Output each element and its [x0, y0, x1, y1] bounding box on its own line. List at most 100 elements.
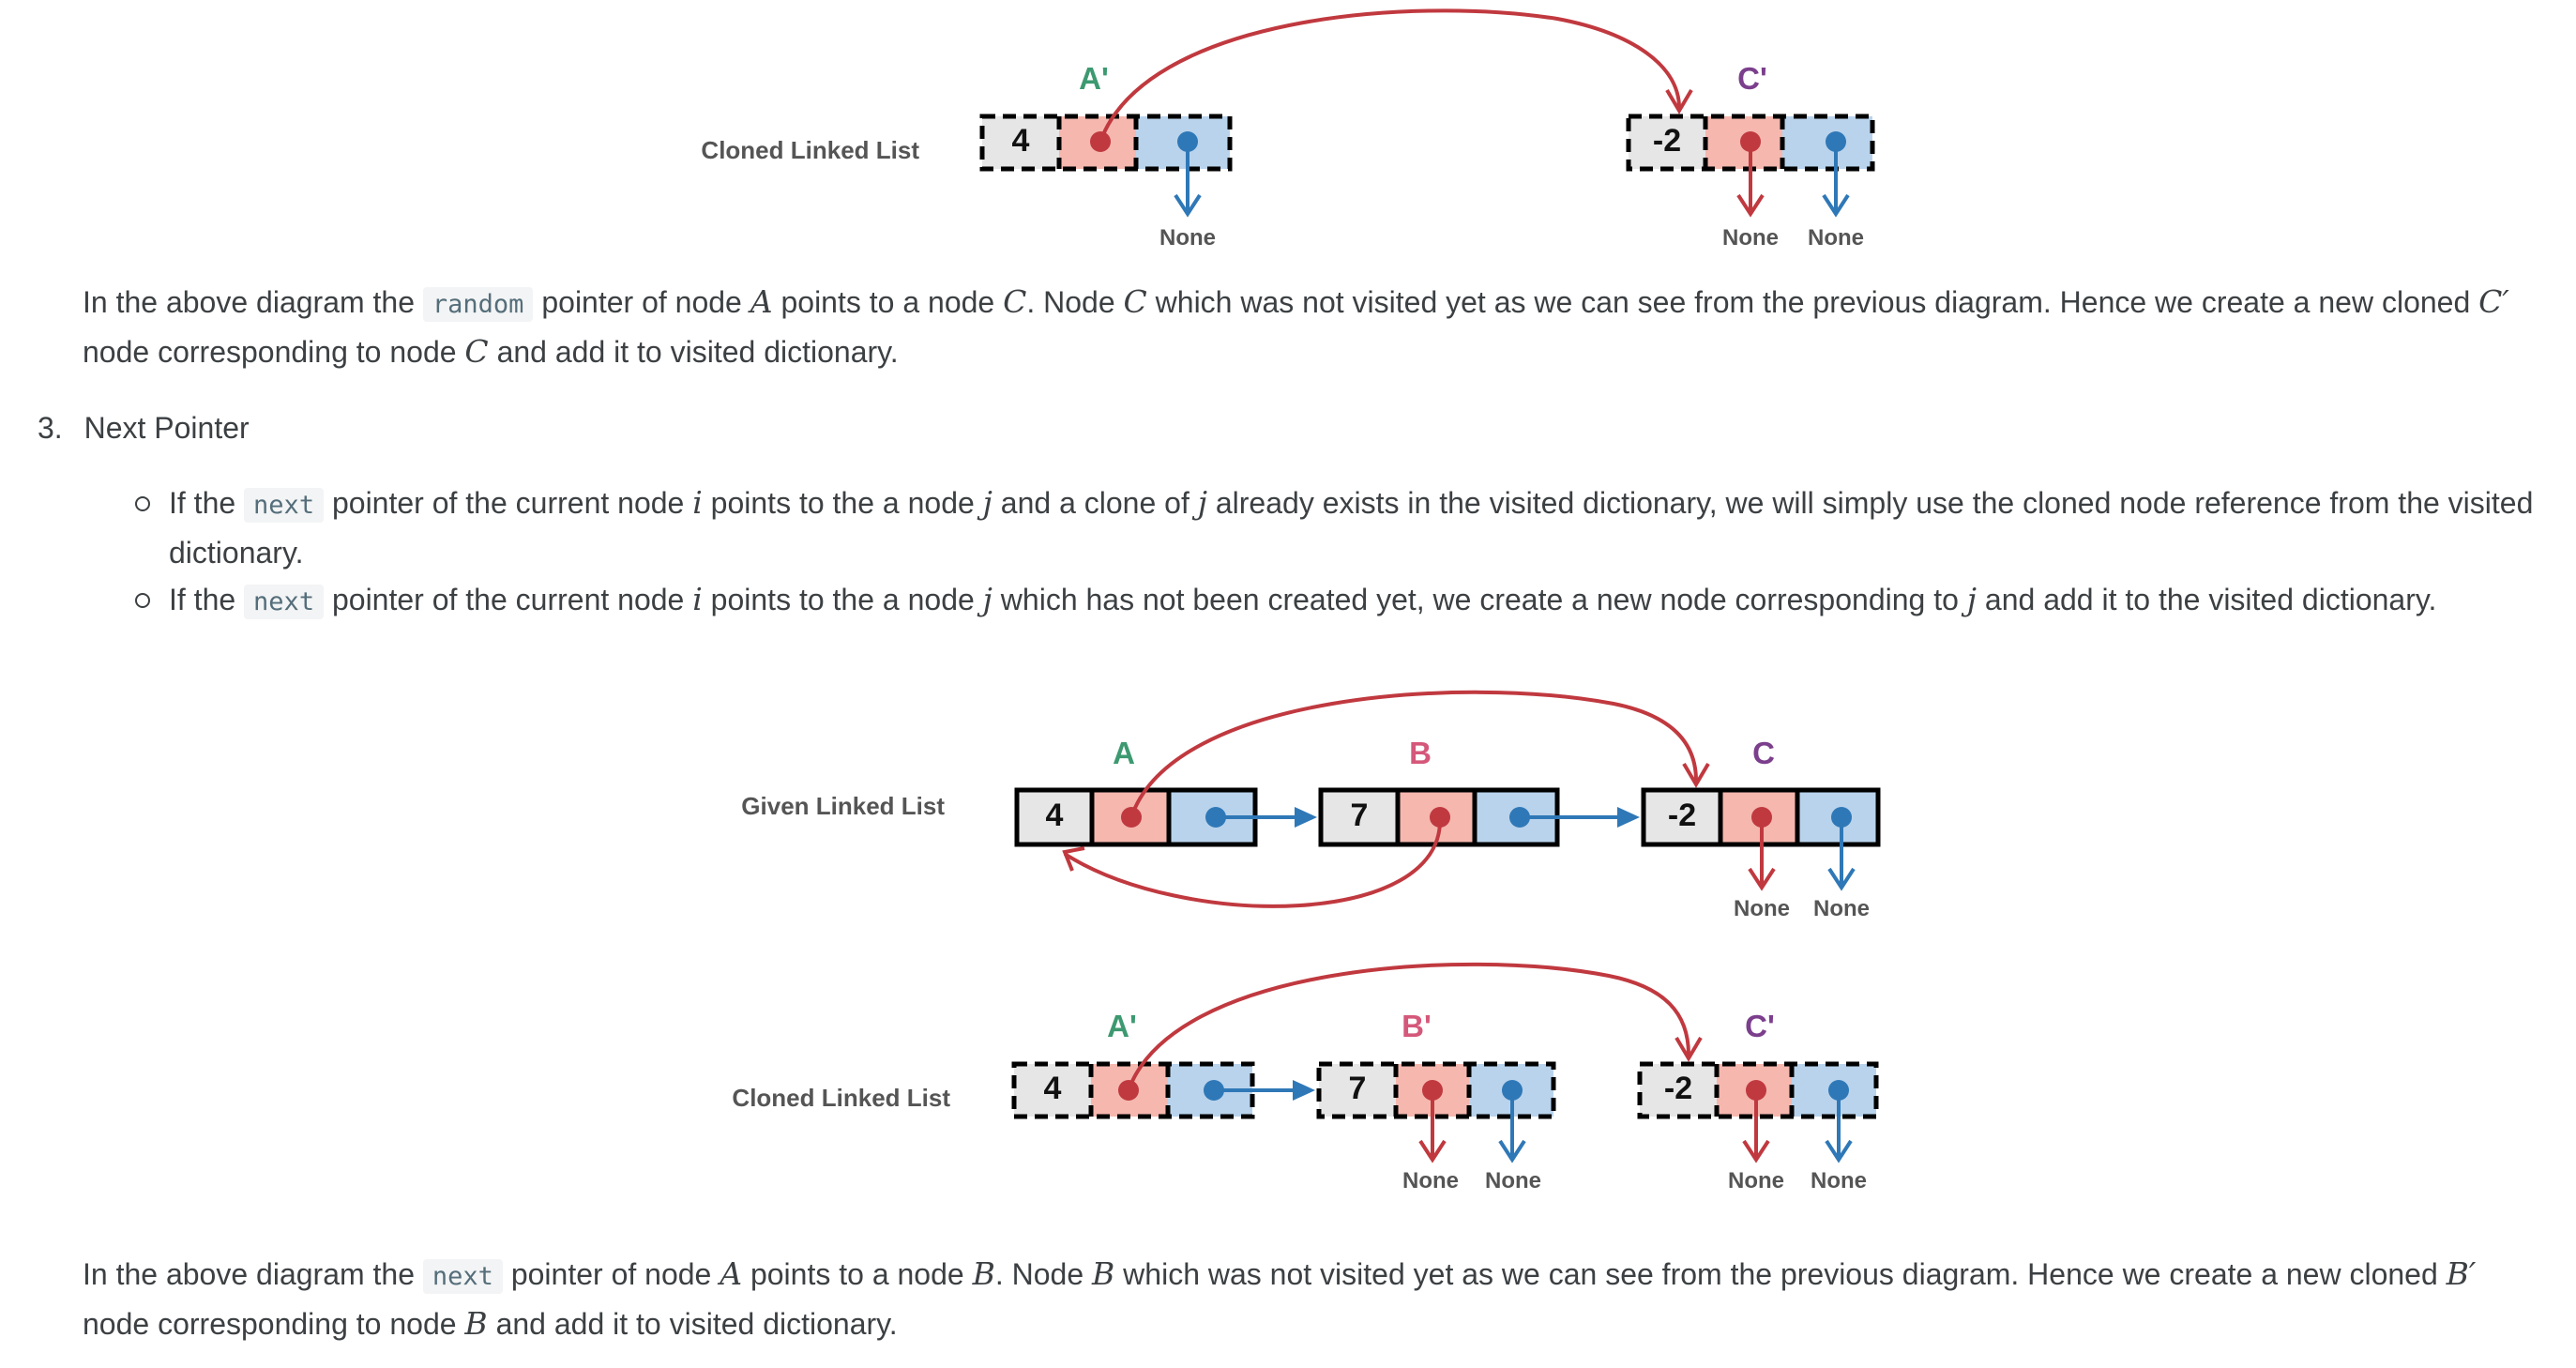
node-label: C [1752, 736, 1775, 770]
random-pointer-dot [1121, 807, 1142, 828]
text: pointer of node [533, 285, 750, 319]
none-label: None [1813, 896, 1870, 921]
math-var: i [692, 484, 703, 521]
text: and add it to the visited dictionary. [1977, 583, 2437, 616]
cloned-node-b-prime: 7 B' [1316, 1009, 1556, 1119]
node-value: -2 [1668, 798, 1696, 833]
text: and add it to visited dictionary. [488, 335, 899, 369]
random-pointer-arrow [1127, 962, 1690, 1091]
step-number: 3. [38, 411, 63, 445]
explanation-paragraph-random: In the above diagram the random pointer … [83, 279, 2540, 375]
text: points to the a node [702, 486, 983, 520]
code-next: next [422, 1259, 503, 1294]
text: pointer of node [502, 1257, 720, 1291]
text: and a clone of [992, 486, 1198, 520]
node-value: 4 [1046, 798, 1064, 833]
text: points to a node [742, 1257, 973, 1291]
math-var: B [972, 1255, 995, 1292]
value-cell [982, 116, 1059, 169]
bullet-next-exists: If the next pointer of the current node … [135, 479, 2552, 576]
step-3-heading: 3. Next Pointer [38, 404, 250, 451]
text: which was not visited yet as we can see … [1114, 1257, 2447, 1291]
node-border [979, 114, 1233, 172]
math-var: j [982, 581, 993, 617]
cloned-node-a-prime: 4 A' [1011, 1009, 1255, 1119]
none-label: None [1402, 1168, 1459, 1193]
text: points to a node [772, 285, 1004, 319]
math-var: j [1197, 484, 1207, 521]
node-label: B [1409, 736, 1432, 770]
given-node-c: -2 C [1641, 736, 1881, 847]
text: pointer of the current node [324, 583, 693, 616]
text: . Node [994, 1257, 1093, 1291]
node-label: C' [1745, 1009, 1775, 1043]
value-cell [1014, 1064, 1091, 1117]
none-label: None [1485, 1168, 1541, 1193]
value-cell [1644, 790, 1720, 844]
random-pointer-arrow [1063, 816, 1443, 908]
cloned-list-label: Cloned Linked List [732, 1084, 950, 1112]
text: In the above diagram the [83, 285, 423, 319]
none-label: None [1808, 225, 1864, 251]
node-value: 4 [1012, 123, 1030, 159]
node-value: -2 [1664, 1071, 1692, 1106]
text: node corresponding to node [83, 335, 465, 369]
text: In the above diagram the [83, 1257, 423, 1291]
text: already exists in the visited dictionary… [169, 486, 2534, 570]
code-next: next [244, 488, 325, 523]
math-var: A [750, 283, 773, 320]
text: If the [169, 583, 245, 616]
cloned-list-diagram-top: Cloned Linked List 4 A' -2 C' None None … [701, 8, 1875, 251]
node-a-prime: 4 A' [979, 61, 1233, 172]
math-var: B [1092, 1255, 1115, 1292]
random-pointer-dot [1090, 131, 1111, 152]
math-var: j [982, 484, 993, 521]
list-label: Cloned Linked List [701, 136, 919, 164]
code-random: random [422, 287, 534, 322]
random-pointer-dot [1118, 1080, 1139, 1101]
none-label: None [1722, 225, 1779, 251]
node-value: -2 [1653, 123, 1681, 159]
random-pointer-arrow [1099, 8, 1681, 143]
step-title: Next Pointer [83, 411, 250, 445]
random-pointer-arrow [1129, 690, 1698, 818]
value-cell [1319, 1064, 1396, 1117]
none-label: None [1728, 1168, 1784, 1193]
value-cell [1017, 790, 1092, 844]
code-next: next [244, 585, 325, 619]
node-value: 7 [1349, 1071, 1367, 1106]
math-var: j [1966, 581, 1977, 617]
math-var: C [1123, 283, 1147, 320]
text: points to the a node [702, 583, 983, 616]
text: node corresponding to node [83, 1307, 465, 1341]
cloned-node-c-prime: -2 C' [1637, 1009, 1879, 1119]
math-var: C [464, 333, 489, 370]
node-label: B' [1402, 1009, 1432, 1043]
none-label: None [1811, 1168, 1867, 1193]
node-value: 7 [1351, 798, 1369, 833]
node-label: C' [1737, 61, 1767, 96]
math-var: i [692, 581, 703, 617]
value-cell [1629, 116, 1705, 169]
math-var: C′ [2478, 283, 2509, 320]
value-cell [1321, 790, 1398, 844]
text: which was not visited yet as we can see … [1146, 285, 2479, 319]
step-3-bullets: If the next pointer of the current node … [135, 479, 2552, 626]
math-var: A [720, 1255, 743, 1292]
node-label: A [1113, 736, 1135, 770]
node-label: A' [1107, 1009, 1137, 1043]
text: If the [169, 486, 245, 520]
text: and add it to visited dictionary. [487, 1307, 898, 1341]
text: pointer of the current node [324, 486, 693, 520]
math-var: B′ [2446, 1255, 2477, 1292]
given-node-a: 4 A [1014, 736, 1258, 847]
math-var: B [464, 1305, 488, 1342]
none-label: None [1159, 225, 1216, 251]
given-list-label: Given Linked List [741, 792, 945, 820]
node-label: A' [1079, 61, 1109, 96]
value-cell [1640, 1064, 1717, 1117]
math-var: C [1003, 283, 1027, 320]
text: . Node [1026, 285, 1124, 319]
none-label: None [1734, 896, 1790, 921]
given-and-cloned-lists-diagram: Given Linked List 4 A 7 B -2 C [732, 690, 1881, 1193]
